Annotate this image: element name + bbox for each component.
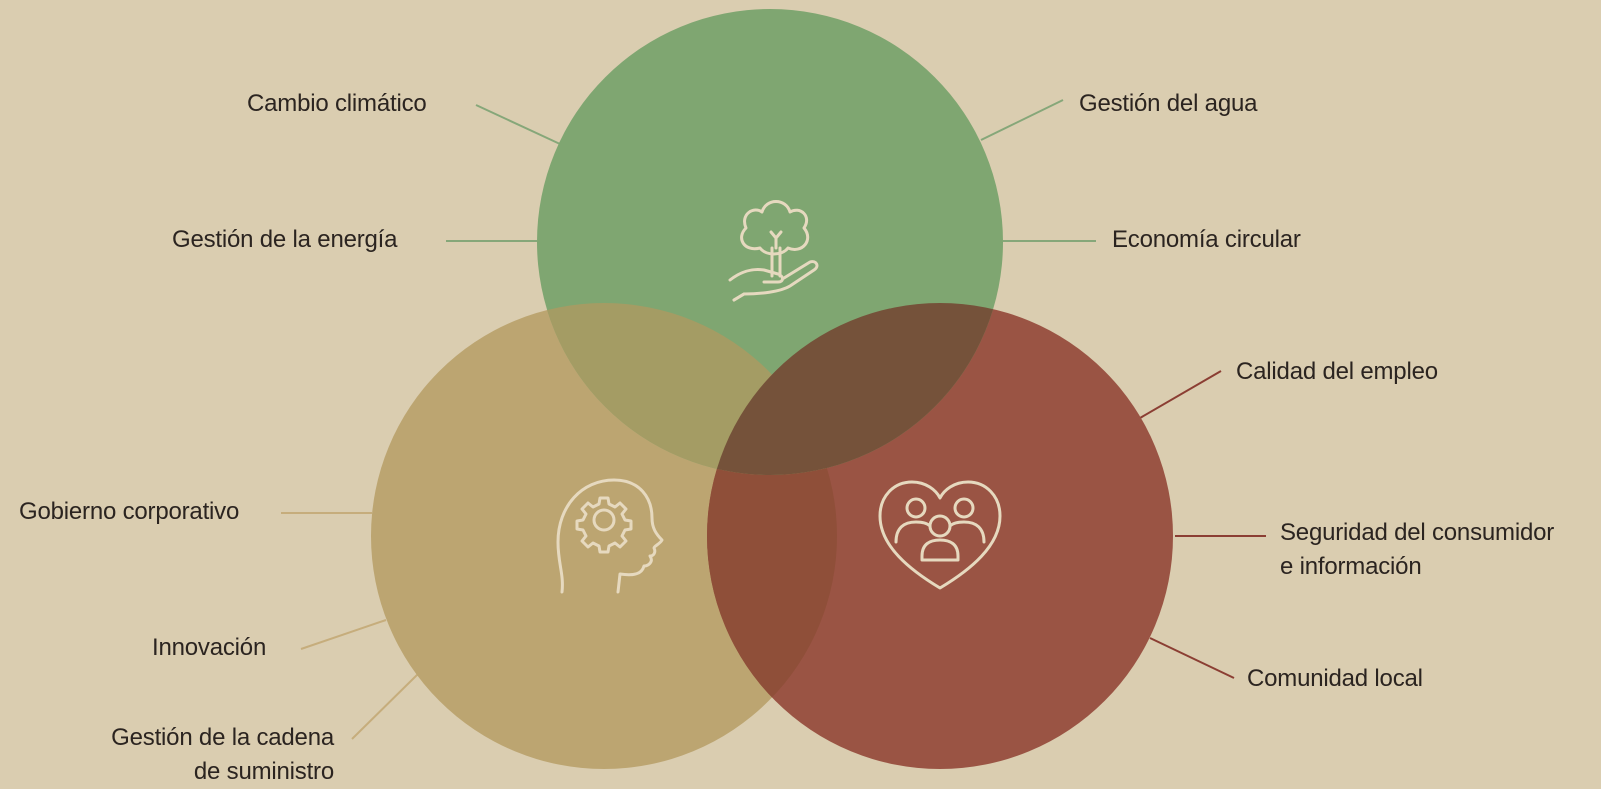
label-seguridad-consumidor-line2: e información xyxy=(1280,553,1422,580)
connector-cambio xyxy=(475,104,561,145)
tree-in-hand-icon xyxy=(728,200,819,302)
label-seguridad-consumidor-line1: Seguridad del consumidor xyxy=(1280,519,1555,546)
label-gobierno-corporativo: Gobierno corporativo xyxy=(19,498,240,525)
label-gestion-energia: Gestión de la energía xyxy=(172,226,398,253)
head-with-gear-icon xyxy=(556,478,664,594)
connector-innovacion xyxy=(300,619,387,650)
label-cadena-suministro-line2: de suministro xyxy=(193,758,334,785)
connector-cadena xyxy=(351,672,420,740)
connector-comunidad xyxy=(1149,637,1235,679)
label-calidad-empleo: Calidad del empleo xyxy=(1236,358,1438,385)
connector-empleo xyxy=(1139,370,1222,419)
label-cadena-suministro-line1: Gestión de la cadena xyxy=(111,724,334,751)
label-innovacion: Innovación xyxy=(152,634,267,661)
connector-lines xyxy=(281,99,1266,740)
connector-agua xyxy=(980,99,1064,141)
label-economia-circular: Economía circular xyxy=(1112,226,1301,253)
heart-with-people-icon xyxy=(878,480,1002,590)
label-gestion-agua: Gestión del agua xyxy=(1079,90,1258,117)
overlap-environment-governance xyxy=(537,303,837,475)
label-cambio-climatico: Cambio climático xyxy=(247,90,427,117)
label-comunidad-local: Comunidad local xyxy=(1247,665,1423,692)
overlap-environment-social xyxy=(707,303,1003,475)
